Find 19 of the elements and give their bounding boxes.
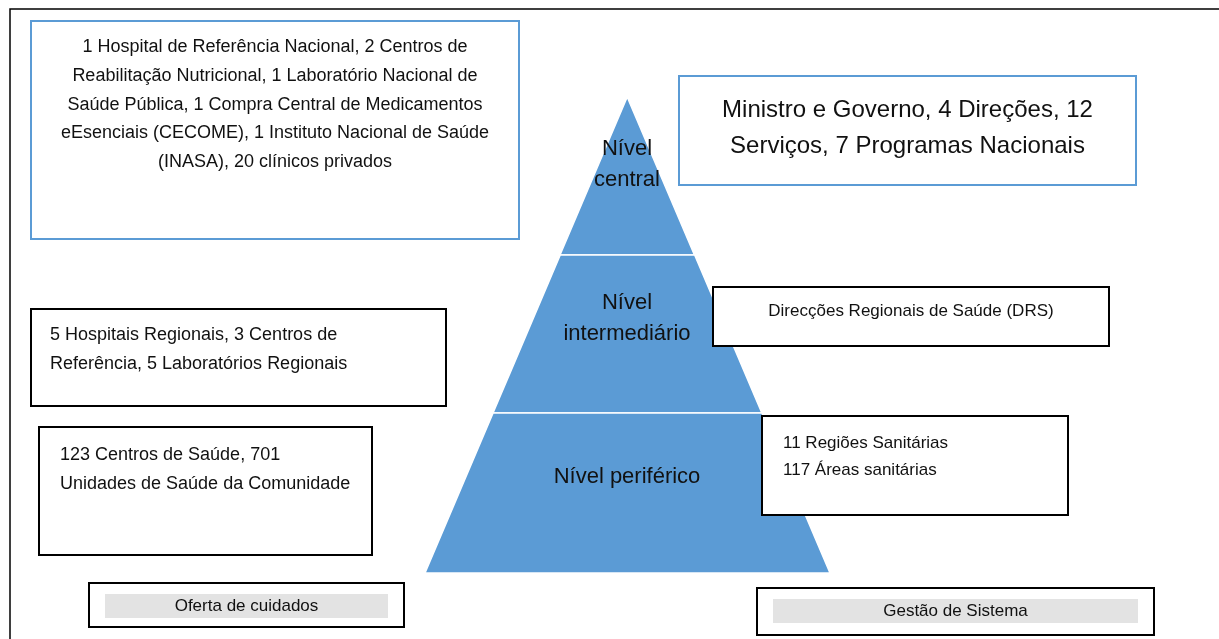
text-box [712, 286, 1110, 347]
tier-label: Nível intermediário [562, 288, 692, 347]
text-box [30, 308, 447, 407]
text-box [761, 415, 1069, 516]
box-text: 5 Hospitais Regionais, 3 Centros de Referência, 5 Laboratórios Regionais [50, 323, 349, 375]
box-text: 117 Áreas sanitárias [783, 459, 938, 482]
caption-label: Gestão de Sistema [773, 599, 1138, 623]
text-box [678, 75, 1137, 186]
caption-label: Oferta de cuidados [105, 594, 388, 618]
box-text: 1 Hospital de Referência Nacional, 2 Centros de Reabilitação Nutricional, 1 Laboratório Nacional de Saúde Pública, 1 Compra Central de Medicamentos eEsenciais (CECOME), 1 Instituto Nacional de Saúde (INASA), 20 clínicos privados [59, 35, 491, 174]
box-text: Ministro e Governo, 4 Direções, 12 Serviços, 7 Programas Nacionais [721, 94, 1094, 160]
text-box [38, 426, 373, 556]
text-box [30, 20, 520, 240]
tier-label: Nível periférico [552, 462, 702, 490]
caption-box [756, 587, 1155, 636]
box-text: 123 Centros de Saúde, 701 Unidades de Saúde da Comunidade [60, 443, 351, 495]
caption-box [88, 582, 405, 628]
box-text: Direcções Regionais de Saúde (DRS) [767, 300, 1055, 322]
box-text: 11 Regiões Sanitárias [783, 432, 950, 454]
